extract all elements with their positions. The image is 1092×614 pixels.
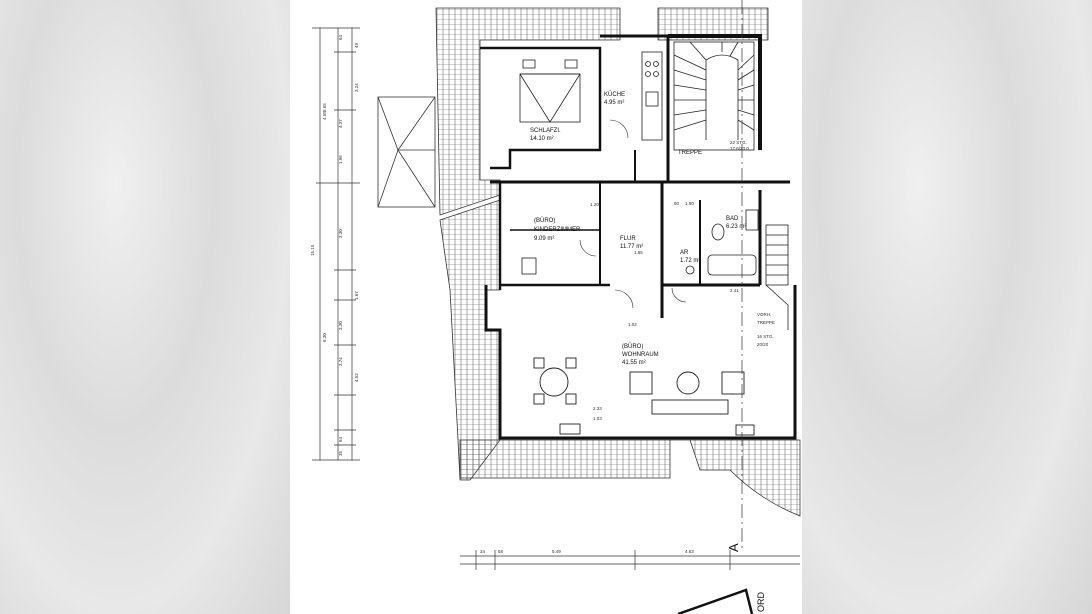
room-wohnraum-label: (BÜRO) WOHNRAUM 41.55 m² xyxy=(622,343,659,366)
section-line: A xyxy=(726,0,743,552)
room-prefix: (BÜRO) xyxy=(622,343,643,350)
roof-tiles xyxy=(435,7,801,517)
stair-steps: 16 STG. xyxy=(757,334,774,339)
dim-label: 35 xyxy=(338,450,343,456)
room-area: 11.77 m² xyxy=(620,244,643,250)
dim-label: 4.37 xyxy=(338,119,343,128)
dim-label: 1.03 xyxy=(593,416,602,421)
kitchen-counter xyxy=(641,51,663,141)
dim-label: 1.96 xyxy=(338,155,343,164)
living-furniture xyxy=(559,371,755,436)
dim-label: 1.85 xyxy=(634,250,643,255)
dim-label: 80 xyxy=(674,201,680,206)
dim-label: 64 xyxy=(338,34,343,40)
dim-label: 1.90 xyxy=(685,201,694,206)
stair-ratio: 17.6/23.0 xyxy=(730,146,749,151)
bottom-dimension-chain xyxy=(460,550,800,570)
stair-ratio: 20/20 xyxy=(757,342,769,347)
dim-label: 1.20 xyxy=(590,202,599,207)
desk xyxy=(521,257,537,275)
room-name: KINDERZIMMER xyxy=(534,227,581,233)
dim-label: 4.53 xyxy=(685,549,694,554)
north-label: ORD xyxy=(756,592,766,613)
bottom-dimension-labels: 34 58 5.49 4.53 xyxy=(480,549,694,554)
stair-steps: 22 STG. xyxy=(730,140,747,145)
door-swings xyxy=(579,119,687,309)
room-area: 14.10 m² xyxy=(530,136,554,142)
room-flur-label: FLUR 11.77 m² xyxy=(620,236,643,250)
dim-label: 5.65 xyxy=(322,103,327,112)
room-kinderzimmer-label: (BÜRO) KINDERZIMMER 9.09 m² xyxy=(534,217,581,242)
room-schlafzimmer-label: SCHLAFZI. 14.10 m² xyxy=(530,128,561,142)
room-area: 4.95 m² xyxy=(604,100,624,106)
dim-label: 4.55 xyxy=(322,111,327,120)
floor-plan: 64 49 3.24 4.37 1.96 3.30 4.55 1.67 3.30… xyxy=(290,0,802,614)
dim-label: 3.30 xyxy=(338,321,343,330)
bed xyxy=(519,59,581,123)
vorhaus-staircase xyxy=(765,224,789,330)
blurred-background-right xyxy=(802,0,1092,614)
room-name: VORH. xyxy=(757,312,771,317)
room-vorhaus-label: VORH. TREPPE 16 STG. 20/20 xyxy=(757,312,775,347)
room-name: TREPPE xyxy=(678,150,702,156)
floor-plan-drawing: 64 49 3.24 4.37 1.96 3.30 4.55 1.67 3.30… xyxy=(310,0,801,614)
vertical-dimension-chain xyxy=(312,27,360,461)
dim-label: 34 xyxy=(480,549,486,554)
dim-label: 1.02 xyxy=(628,322,637,327)
dim-label: 2.41 xyxy=(730,288,739,293)
inner-dimension-labels: 1.02 2.41 1.85 2.33 1.03 80 1.90 1.20 xyxy=(590,201,739,421)
room-treppe-label: TREPPE 22 STG. 17.6/23.0 xyxy=(678,140,749,156)
vertical-dimension-labels: 64 49 3.24 4.37 1.96 3.30 4.55 1.67 3.30… xyxy=(310,34,359,456)
room-sub: TREPPE xyxy=(757,320,775,325)
room-abstellraum-label: AR 1.72 m² xyxy=(680,250,700,264)
room-area: 41.55 m² xyxy=(622,360,646,366)
dim-label: 3.24 xyxy=(354,83,359,92)
section-marker: A xyxy=(726,543,741,552)
room-bad-label: BAD 6.23 m² xyxy=(726,216,746,230)
room-area: 9.09 m² xyxy=(534,236,554,242)
dim-label: 2.33 xyxy=(593,406,602,411)
room-area: 6.23 m² xyxy=(726,224,746,230)
room-kueche-label: KÜCHE 4.95 m² xyxy=(604,91,625,106)
dim-label: 64 xyxy=(338,436,343,442)
dim-label: 58 xyxy=(498,549,504,554)
dim-label: 3.30 xyxy=(338,229,343,238)
dim-label: 5.49 xyxy=(552,549,561,554)
staircase xyxy=(673,41,755,151)
dim-label: 1.67 xyxy=(354,291,359,300)
dim-label: 49 xyxy=(354,42,359,48)
room-area: 1.72 m² xyxy=(680,258,700,264)
dim-label: 15.15 xyxy=(310,244,315,256)
room-prefix: (BÜRO) xyxy=(534,217,555,224)
walls xyxy=(480,34,797,440)
dim-label: 4.52 xyxy=(354,373,359,382)
room-name: BAD xyxy=(726,216,739,222)
room-name: AR xyxy=(680,250,689,256)
room-name: FLUR xyxy=(620,236,636,242)
bathroom-fixtures xyxy=(685,209,759,276)
room-name: KÜCHE xyxy=(604,91,625,98)
room-name: WOHNRAUM xyxy=(622,352,659,358)
blurred-background-left xyxy=(0,0,290,614)
dim-label: 6.30 xyxy=(322,333,327,342)
room-name: SCHLAFZI. xyxy=(530,128,561,134)
dormer-roof xyxy=(377,96,436,208)
north-arrow: ORD xyxy=(677,588,766,614)
dining-table xyxy=(533,357,577,405)
dim-label: 3.74 xyxy=(338,357,343,366)
